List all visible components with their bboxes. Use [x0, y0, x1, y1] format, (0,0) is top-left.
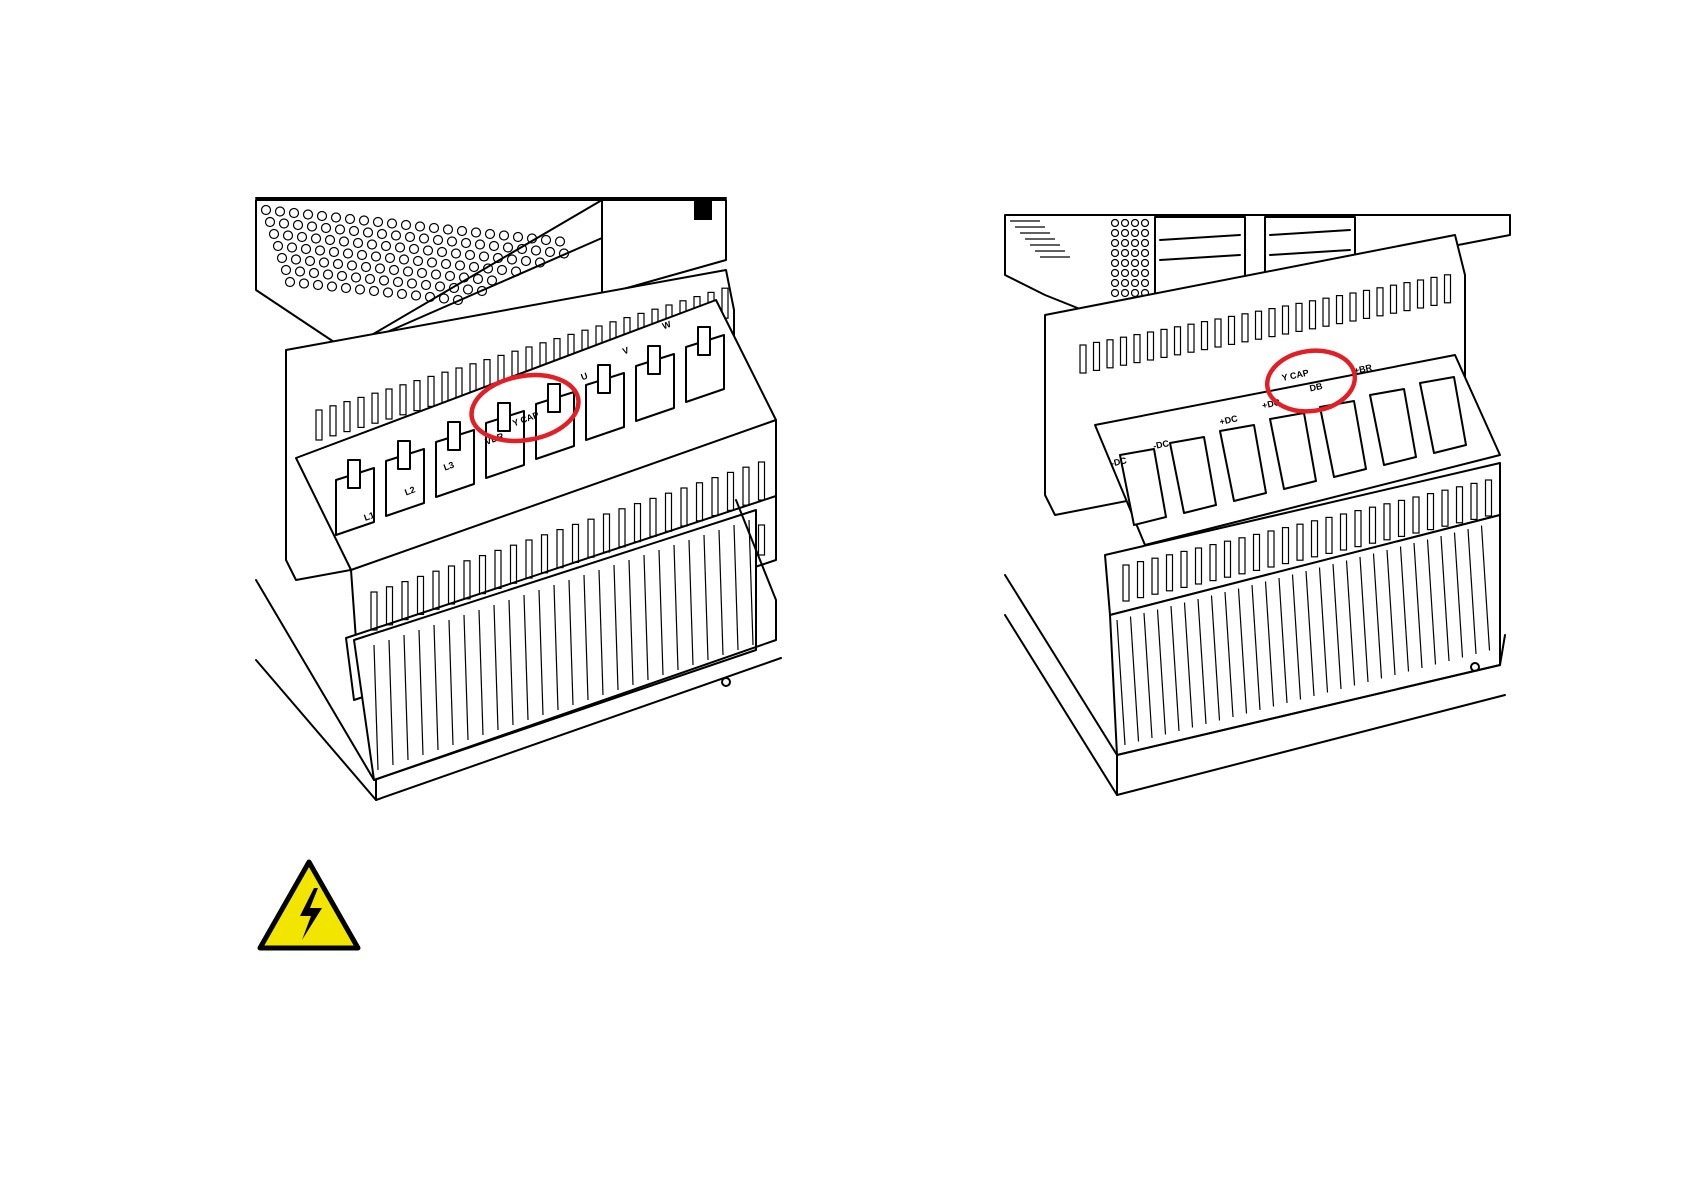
vent-hole	[508, 255, 517, 264]
drive-diagram-right: -DC -DC +DC +DC +BR DB Y CAP	[1005, 215, 1520, 830]
terminal-screw	[598, 365, 610, 393]
terminal-screw	[448, 422, 460, 450]
vent-hole	[546, 248, 555, 257]
drive-diagram-left: L1 L2 L3 VDR Y CAP U V W	[256, 200, 836, 850]
terminal-screw	[698, 327, 710, 355]
vent-hole	[498, 266, 507, 275]
vent-hole	[542, 236, 551, 245]
terminal-screw	[398, 441, 410, 469]
terminal-screw	[648, 346, 660, 374]
terminal-screw	[348, 460, 360, 488]
vent-hole	[474, 275, 483, 284]
vent-hole	[532, 246, 541, 255]
electrical-hazard-icon	[256, 858, 362, 954]
drive-right-drawing: -DC -DC +DC +DC +BR DB Y CAP	[1005, 215, 1520, 830]
vent-hole	[556, 237, 565, 246]
vent-hole	[522, 257, 531, 266]
vent-hole	[440, 294, 449, 303]
drive-left-drawing: L1 L2 L3 VDR Y CAP U V W	[256, 200, 836, 850]
vent-hole	[488, 276, 497, 285]
terminal-screw	[548, 384, 560, 412]
terminal-screw	[498, 403, 510, 431]
vent-hole	[464, 285, 473, 294]
